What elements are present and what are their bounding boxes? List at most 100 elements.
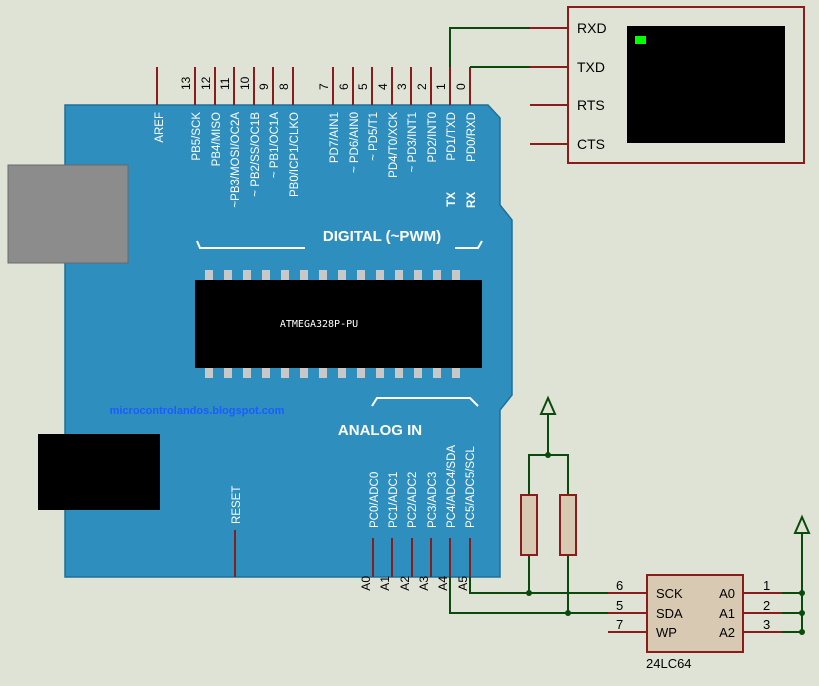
analog-pin-label: A1: [378, 576, 392, 591]
port-c-label: PC3/ADC3: [427, 472, 439, 528]
atmega-chip[interactable]: ATMEGA328P-PU: [195, 270, 482, 378]
reset-label: RESET: [231, 486, 243, 524]
rx-label: RX: [466, 192, 478, 208]
port-labels-digital: AREF PB5/SCK PB4/MISO ~PB3/MOSI/OC2A ~ P…: [154, 112, 478, 208]
digital-pin-number: 5: [356, 83, 370, 90]
digital-pin-number: 8: [277, 83, 291, 90]
digital-pin-number: 7: [317, 83, 331, 90]
terminal-pin-rxd: RXD: [577, 20, 607, 36]
junction-dot: [545, 452, 551, 458]
port-b-label: ~ PB1/OC1A: [269, 112, 281, 178]
aref-label: AREF: [154, 112, 166, 143]
port-c-label: PC1/ADC1: [388, 472, 400, 528]
port-d-label: ~ PD3/INT1: [407, 112, 419, 172]
analog-pin-label: A4: [436, 576, 450, 591]
tx-label: TX: [446, 192, 458, 207]
port-c-label: PC4/ADC4/SDA: [446, 445, 458, 528]
chip-pins-bottom: [205, 368, 460, 378]
port-labels-analog: PC0/ADC0 PC1/ADC1 PC2/ADC2 PC3/ADC3 PC4/…: [369, 445, 477, 528]
digital-pin-number: 10: [238, 76, 252, 90]
chip-body: [195, 280, 482, 368]
eeprom-pin-name: A2: [719, 625, 735, 640]
port-d-label: PD7/AIN1: [329, 112, 341, 163]
analog-bracket: [371, 397, 479, 407]
digital-header-pins: [156, 67, 471, 105]
terminal-pin-cts: CTS: [577, 136, 605, 152]
usb-connector: [7, 164, 129, 264]
terminal-screen: [627, 26, 785, 143]
wire-scl: [469, 577, 608, 594]
eeprom-pin-name: SCK: [656, 586, 683, 601]
port-d-label: ~ PD6/AIN0: [349, 112, 361, 173]
analog-pin-label: A2: [398, 576, 412, 591]
junction-dot: [799, 590, 805, 596]
eeprom-pin-num: 1: [763, 578, 770, 593]
eeprom-24lc64[interactable]: 6 5 7 SCK SDA WP A0 A1 A2 1 2 3 24LC64: [608, 574, 782, 671]
analog-title: ANALOG IN: [338, 422, 422, 439]
resistor-r1[interactable]: [520, 494, 538, 556]
i2c-wires: [449, 577, 608, 614]
eeprom-name: 24LC64: [646, 656, 692, 671]
eeprom-pin-num: 5: [616, 598, 623, 613]
port-b-label: ~ PB2/SS/OC1B: [250, 112, 262, 197]
port-b-label: PB0/ICP1/CLKO: [289, 112, 301, 197]
eeprom-pin-name: A1: [719, 606, 735, 621]
port-b-label: PB5/SCK: [191, 112, 203, 161]
digital-pin-number: 3: [395, 83, 409, 90]
vcc-symbol-left: [539, 395, 557, 455]
digital-pin-number: 1: [434, 83, 448, 90]
eeprom-pin-num: 2: [763, 598, 770, 613]
junction-dot: [565, 610, 571, 616]
analog-pin-label: A0: [359, 576, 373, 591]
eeprom-pin-name: SDA: [656, 606, 683, 621]
wire-sda: [449, 577, 608, 614]
port-b-label: ~PB3/MOSI/OC2A: [230, 112, 242, 208]
digital-pin-number: 6: [337, 83, 351, 90]
eeprom-pin-stubs: [608, 592, 782, 633]
wire-tx-to-rxd: [449, 27, 530, 67]
port-c-label: PC0/ADC0: [369, 472, 381, 528]
digital-pin-number: 13: [179, 76, 193, 90]
port-c-label: PC5/ADC5/SCL: [465, 446, 477, 528]
digital-header-numbers: 13 12 11 10 9 8 7 6 5 4 3 2 1 0: [179, 76, 468, 90]
digital-pin-number: 12: [199, 76, 213, 90]
chip-pins-top: [205, 270, 460, 280]
resistor-r2[interactable]: [559, 494, 577, 556]
serial-wires: [449, 27, 530, 68]
port-d-label: ~ PD5/T1: [368, 112, 380, 161]
analog-pin-label: A3: [417, 576, 431, 591]
eeprom-pin-num: 6: [616, 578, 623, 593]
port-b-label: PB4/MISO: [211, 112, 223, 166]
digital-bracket: [196, 240, 483, 249]
junction-dot: [799, 610, 805, 616]
eeprom-pin-num: 3: [763, 617, 770, 632]
terminal-pin-txd: TXD: [577, 59, 605, 75]
analog-header-pins: [372, 538, 471, 577]
port-d-label: PD4/T0/XCK: [388, 112, 400, 178]
port-d-label: PD0/RXD: [466, 112, 478, 162]
analog-pin-label: A5: [456, 576, 470, 591]
port-d-label: PD2/INT0: [427, 112, 439, 163]
digital-pin-number: 0: [454, 83, 468, 90]
junction-dot: [526, 590, 532, 596]
digital-pin-number: 4: [376, 83, 390, 90]
website-text: microcontrolandos.blogspot.com: [110, 405, 285, 417]
port-d-label: PD1/TXD: [446, 112, 458, 161]
vcc-symbol-right: [782, 514, 811, 633]
eeprom-pin-num: 7: [616, 617, 623, 632]
digital-pin-number: 11: [218, 77, 232, 90]
digital-title: DIGITAL (~PWM): [323, 228, 441, 245]
virtual-terminal[interactable]: RXD TXD RTS CTS: [530, 6, 805, 164]
digital-pin-number: 2: [415, 83, 429, 90]
eeprom-pin-name: A0: [719, 586, 735, 601]
chip-label: ATMEGA328P-PU: [280, 319, 358, 330]
terminal-pin-rts: RTS: [577, 97, 605, 113]
power-jack: [38, 434, 160, 510]
terminal-pin-stubs: [530, 27, 568, 145]
junction-dot: [799, 629, 805, 635]
digital-pin-number: 9: [257, 83, 271, 90]
port-c-label: PC2/ADC2: [407, 472, 419, 528]
eeprom-pin-name: WP: [656, 625, 677, 640]
